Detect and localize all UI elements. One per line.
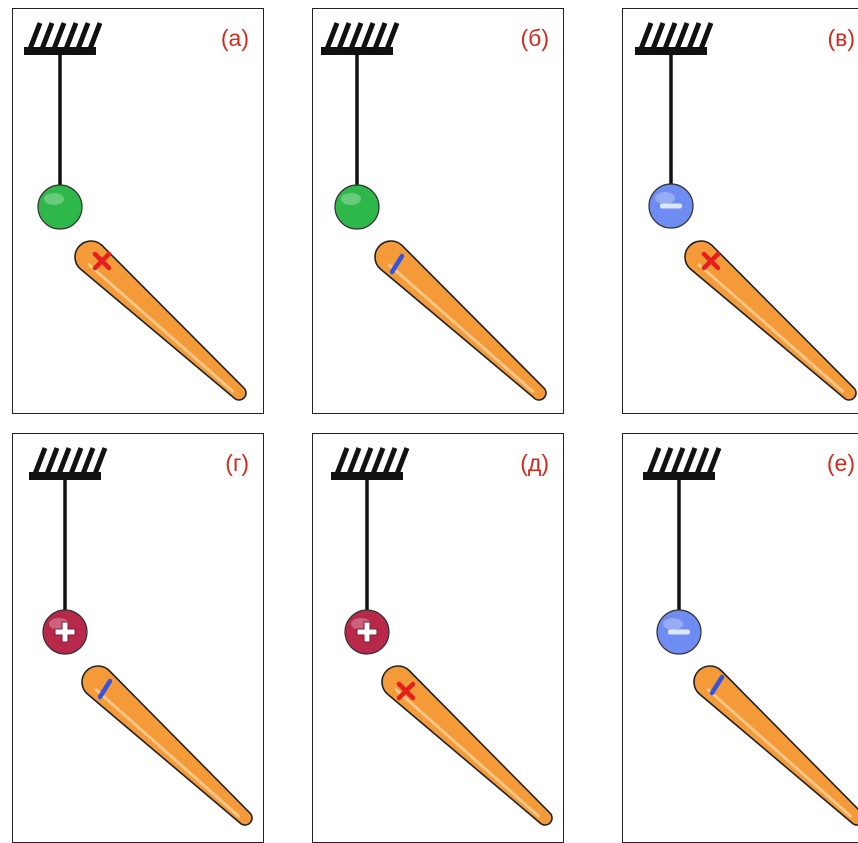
ceiling-icon xyxy=(24,22,103,55)
ceiling-icon xyxy=(29,447,108,480)
rod xyxy=(684,240,857,401)
blue-dash-icon xyxy=(709,674,725,696)
panel-d: (д) xyxy=(312,433,564,843)
pendulum-scene xyxy=(29,447,253,826)
panel-v: (в) xyxy=(622,8,858,414)
red-plus-ball-icon xyxy=(42,609,88,655)
panel-e: (е) xyxy=(622,433,858,843)
pendulum-scene xyxy=(643,447,858,826)
rod xyxy=(81,665,253,826)
panel-label: (в) xyxy=(827,25,855,51)
pendulum-scene xyxy=(331,447,553,826)
panel-label: (а) xyxy=(220,25,249,51)
rod xyxy=(374,240,547,401)
green-ball-icon xyxy=(334,184,380,230)
rod xyxy=(74,240,247,401)
rod xyxy=(693,665,858,826)
ceiling-icon xyxy=(321,22,400,55)
pendulum-scene xyxy=(321,22,547,401)
pendulum-scene xyxy=(635,22,857,401)
blue-dash-icon xyxy=(97,678,113,700)
panel-a: (а) xyxy=(12,8,264,414)
red-cross-icon xyxy=(396,681,416,701)
ceiling-icon xyxy=(635,22,714,55)
rod xyxy=(381,665,553,826)
panel-label: (г) xyxy=(225,450,249,476)
panel-label: (б) xyxy=(520,25,550,51)
red-plus-ball-icon xyxy=(344,609,390,655)
blue-dash-icon xyxy=(389,253,405,275)
ceiling-icon xyxy=(331,447,410,480)
panel-label: (д) xyxy=(520,450,549,476)
red-cross-icon xyxy=(92,251,112,271)
panel-g: (г) xyxy=(12,433,264,843)
blue-minus-ball-icon xyxy=(656,609,702,655)
green-ball-icon xyxy=(37,184,83,230)
panel-b: (б) xyxy=(312,8,564,414)
panel-label: (е) xyxy=(826,450,855,476)
blue-minus-ball-icon xyxy=(648,183,694,229)
red-cross-icon xyxy=(701,251,721,271)
ceiling-icon xyxy=(643,447,722,480)
pendulum-scene xyxy=(24,22,247,401)
